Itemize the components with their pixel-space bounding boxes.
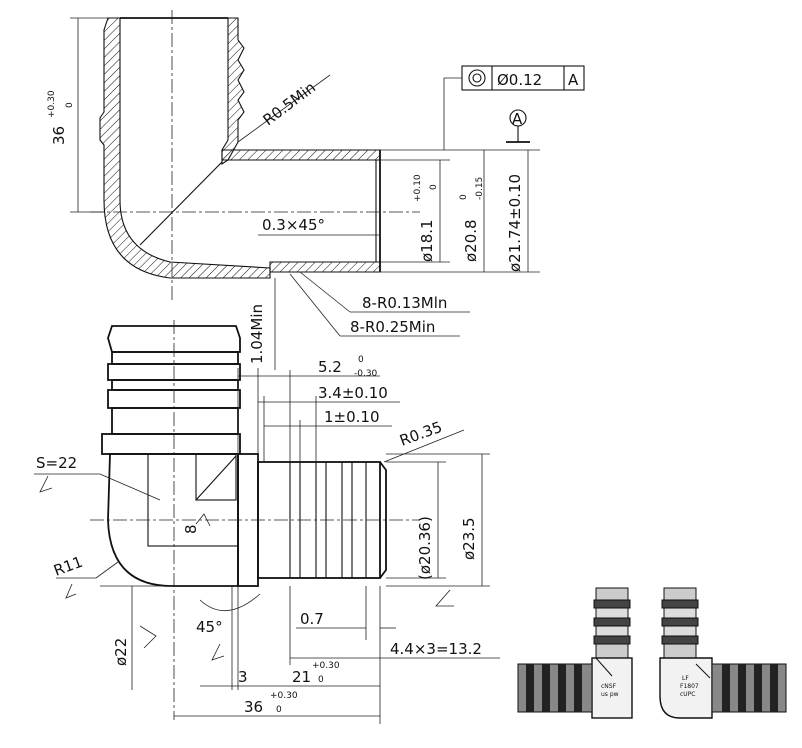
barb-ring-4 [107, 389, 241, 409]
datum-label: A [512, 110, 523, 128]
dim-235-label: ø23.5 [460, 517, 478, 560]
bore-tol-upper: +0.10 [413, 174, 423, 202]
leader-r035 [383, 429, 465, 463]
hex-leader-b [99, 473, 161, 501]
hex-corner [195, 453, 237, 501]
dim-36b-tol-upper: +0.30 [270, 691, 298, 701]
dim-52-tol-upper: 0 [358, 355, 364, 365]
groove-leader-1 [299, 271, 351, 313]
groove-note-1: 8-R0.13Mln [362, 294, 447, 312]
dim-36-label: 36 [50, 126, 68, 145]
dim-2036-label: (ø20.36) [416, 516, 434, 580]
right-marking-1: LF [682, 675, 689, 682]
inner-miter [139, 161, 223, 246]
surface-mark [211, 643, 225, 661]
groove-leader-2 [289, 273, 341, 337]
groove-note-2: 8-R0.25Min [350, 318, 435, 336]
dim-21-label: 21 [292, 668, 311, 686]
vertical-wall-right [221, 17, 245, 166]
hex-note: S=22 [36, 454, 77, 472]
barb-ring-2 [107, 363, 241, 381]
surface-mark [435, 589, 454, 607]
dim-21-tol-lower: 0 [318, 675, 324, 685]
dim-8-label: 8 [182, 524, 200, 534]
dim-07-label: 0.7 [300, 610, 324, 628]
outer-tol-upper: 0 [459, 194, 469, 200]
dim-1-label: 1±0.10 [324, 408, 380, 426]
fitting-photo-left: cNSF us pw [517, 587, 633, 719]
concentricity-icon [468, 69, 486, 87]
dim-36b-label: 36 [244, 698, 263, 716]
hex-diag [195, 455, 237, 501]
dim-36b-tol-lower: 0 [276, 705, 282, 715]
radius-11: R11 [51, 553, 85, 580]
outer-tol-lower: -0.15 [475, 177, 485, 200]
surface-mark [39, 475, 53, 493]
dim-52-label: 5.2 [318, 358, 342, 376]
barb-dim: ø21.74±0.10 [506, 174, 524, 272]
left-marking-1: cNSF [601, 683, 617, 690]
horizontal-wall-bottom [269, 261, 381, 273]
barb-ring-3 [111, 379, 239, 391]
fitting-photo-right: LF F1807 cUPC [659, 587, 787, 719]
concentricity-icon-inner [472, 73, 482, 83]
dim-21-tol-upper: +0.30 [312, 661, 340, 671]
wall-note: 1.04Min [248, 304, 266, 364]
angle-arc [199, 593, 261, 612]
pitch-label: 4.4×3=13.2 [390, 640, 482, 658]
right-marking-3: cUPC [680, 691, 696, 698]
left-marking-2: us pw [601, 691, 619, 698]
vertical-wall-left [99, 17, 271, 279]
dim-36-tol-upper: +0.30 [47, 90, 57, 118]
outer-dim: ø20.8 [462, 219, 480, 262]
product-photos: cNSF us pw LF F1807 cUPC [517, 587, 787, 719]
leader-r05 [237, 74, 331, 143]
tolerance-datum: A [568, 71, 579, 89]
dim-22-label: ø22 [112, 638, 130, 666]
elevation-view: 5.2 0 -0.30 3.4±0.10 1±0.10 R0.35 S=22 R… [34, 320, 500, 724]
barb-end [379, 461, 387, 579]
dim-36-tol-lower: 0 [65, 102, 75, 108]
barb-ring-5 [111, 407, 239, 435]
elbow-body [107, 453, 239, 587]
surface-mark [65, 583, 77, 599]
r11-leader-b [95, 561, 119, 579]
bore-dim: ø18.1 [418, 219, 436, 262]
chamfer-note: 0.3×45° [262, 216, 325, 234]
section-view: 36 +0.30 0 R0.5Min 0.3×45° ø18.1 +0.10 0… [47, 10, 585, 370]
surface-mark [195, 513, 211, 527]
tolerance-frame: Ø0.12 A [443, 65, 585, 150]
dim-34-label: 3.4±0.10 [318, 384, 388, 402]
dim-52-tol-lower: -0.30 [354, 369, 378, 379]
angle-45-label: 45° [196, 618, 223, 636]
barb-ring-1 [111, 351, 239, 365]
collar-top [101, 433, 241, 455]
surface-mark [139, 625, 157, 649]
bore-tol-lower: 0 [429, 184, 439, 190]
tolerance-value: Ø0.12 [497, 71, 542, 89]
radius-035: R0.35 [397, 418, 444, 450]
datum-symbol: A [506, 109, 530, 143]
radius-note: R0.5Min [260, 78, 319, 129]
right-marking-2: F1807 [680, 683, 699, 690]
horizontal-wall-top [221, 149, 381, 161]
dim-3-label: 3 [238, 668, 248, 686]
